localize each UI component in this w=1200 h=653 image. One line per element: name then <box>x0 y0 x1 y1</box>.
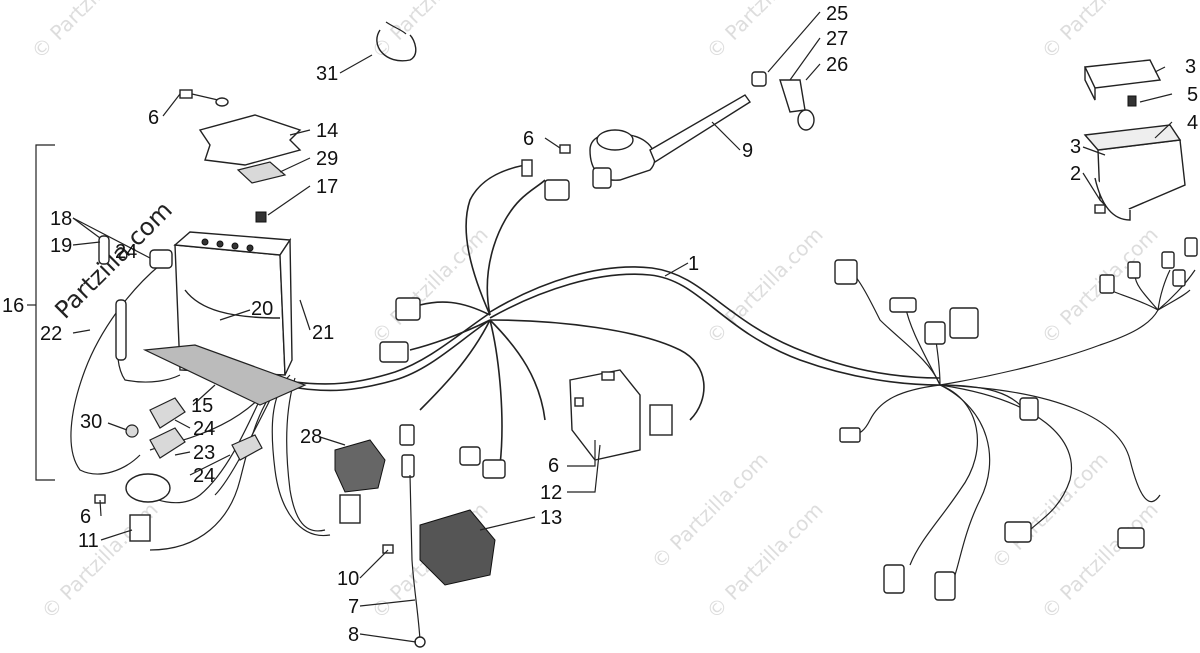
watermark: © Partzilla.com <box>1037 0 1163 64</box>
callout-20: 20 <box>251 298 273 320</box>
fuse-holder <box>98 235 173 361</box>
callout-2: 2 <box>1070 163 1081 185</box>
callout-14: 14 <box>316 120 338 142</box>
callout-27: 27 <box>826 28 848 50</box>
screw-icon <box>179 89 229 107</box>
watermark: © Partzilla.com <box>702 222 828 348</box>
battery-pad <box>142 344 307 406</box>
cdi-module <box>569 369 673 461</box>
callout-21: 21 <box>312 322 334 344</box>
callout-12: 12 <box>540 482 562 504</box>
callout-13: 13 <box>540 507 562 529</box>
pad <box>236 161 287 184</box>
callout-4: 4 <box>1187 112 1198 134</box>
callout-1: 1 <box>688 253 699 275</box>
callout-19: 19 <box>50 235 72 257</box>
watermark: © Partzilla.com <box>367 222 493 348</box>
callout-22: 22 <box>40 323 62 345</box>
callout-31: 31 <box>316 63 338 85</box>
battery-bracket <box>198 114 302 166</box>
callout-6: 6 <box>548 455 559 477</box>
callout-29: 29 <box>316 148 338 170</box>
callout-24: 24 <box>193 465 215 487</box>
watermark: © Partzilla.com <box>367 0 493 64</box>
callout-8: 8 <box>348 624 359 646</box>
callout-28: 28 <box>300 426 322 448</box>
spark-plug-boot <box>751 71 815 131</box>
callout-7: 7 <box>348 596 359 618</box>
callout-25: 25 <box>826 3 848 25</box>
callout-16: 16 <box>2 295 24 317</box>
terminal-boots <box>149 397 263 461</box>
callout-15: 15 <box>191 395 213 417</box>
fuse-box <box>1083 59 1186 221</box>
watermark: © Partzilla.com <box>27 0 153 64</box>
clamp-ring <box>376 21 417 62</box>
callout-24: 24 <box>193 418 215 440</box>
callout-6: 6 <box>148 107 159 129</box>
harness-connectors <box>94 144 1198 648</box>
vent-fitting <box>255 211 267 223</box>
group-bracket <box>27 144 55 481</box>
callout-26: 26 <box>826 54 848 76</box>
nut <box>125 424 139 438</box>
voltage-regulator <box>419 509 496 586</box>
callout-23: 23 <box>193 442 215 464</box>
callout-10: 10 <box>337 568 359 590</box>
callout-5: 5 <box>1187 84 1198 106</box>
relay <box>334 439 386 524</box>
leader-lines <box>72 11 1173 643</box>
callout-6: 6 <box>523 128 534 150</box>
callout-6: 6 <box>80 506 91 528</box>
callout-9: 9 <box>742 140 753 162</box>
callout-labels: 1 2 3 3 4 5 6 6 6 6 7 8 9 10 11 12 13 14… <box>2 3 1198 646</box>
callout-3: 3 <box>1185 56 1196 78</box>
callout-17: 17 <box>316 176 338 198</box>
starter-solenoid <box>125 473 171 542</box>
callout-24: 24 <box>115 241 137 263</box>
callout-11: 11 <box>78 530 99 552</box>
ignition-coil <box>589 94 752 189</box>
callout-3: 3 <box>1070 136 1081 158</box>
battery <box>173 231 293 376</box>
callout-30: 30 <box>80 411 102 433</box>
callout-18: 18 <box>50 208 72 230</box>
